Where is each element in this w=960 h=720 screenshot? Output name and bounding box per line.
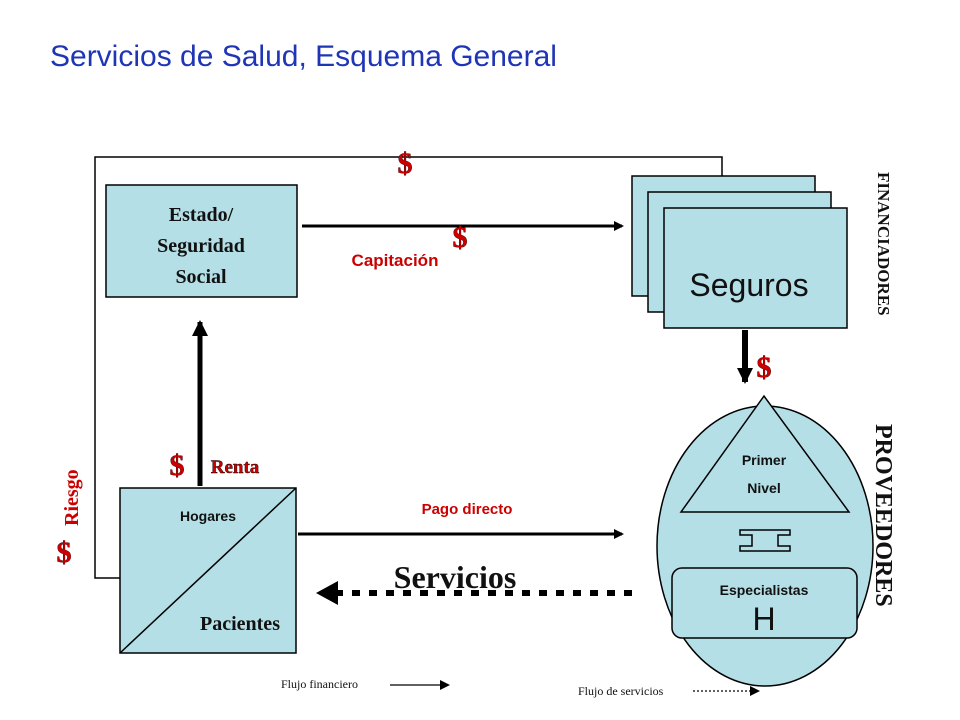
pago-directo-label: Pago directo: [422, 501, 513, 518]
hogares-node: Hogares Pacientes: [119, 487, 297, 654]
seguros-node: Seguros: [631, 175, 848, 329]
proveedores-node: Primer Nivel Especialistas H: [656, 394, 874, 687]
riesgo-loop-line: [94, 156, 723, 579]
servicios-label: Servicios: [394, 559, 517, 595]
legend-flujo-financiero-label: Flujo financiero: [281, 677, 358, 691]
estado-box: [105, 184, 298, 298]
renta-dollar: $: [170, 449, 185, 482]
financiadores-label: FINANCIADORES: [874, 172, 893, 316]
estado-label-line1: Estado/: [169, 204, 234, 226]
primer-nivel-triangle: [679, 394, 851, 513]
primer-nivel-line2: Nivel: [747, 480, 780, 496]
legend: Flujo financiero Flujo de servicios: [281, 677, 760, 698]
especialistas-label: Especialistas: [720, 582, 809, 598]
riesgo-loop-dollar: $: [398, 147, 413, 180]
estado-label-line3: Social: [175, 266, 227, 288]
hogares-diagonal: [119, 487, 297, 654]
capitacion-dollar: $: [453, 221, 468, 254]
pacientes-label: Pacientes: [200, 613, 280, 635]
estado-label-line2: Seguridad: [157, 235, 245, 257]
referral-double-arrow-icon: [739, 529, 791, 552]
capitacion-label: Capitación: [352, 251, 439, 270]
proveedores-label: PROVEEDORES: [870, 424, 896, 607]
riesgo-dollar: $: [57, 536, 72, 569]
primer-nivel-line1: Primer: [742, 452, 787, 468]
riesgo-label: Riesgo: [61, 469, 83, 526]
seguros-label: Seguros: [689, 267, 808, 303]
servicios-arrowhead-icon: [316, 581, 338, 605]
seguros-dollar: $: [757, 351, 772, 384]
legend-flujo-servicios-label: Flujo de servicios: [578, 684, 664, 698]
renta-label: Renta: [211, 457, 260, 478]
estado-node: Estado/ Seguridad Social: [105, 184, 298, 298]
seguros-box-front: [663, 207, 848, 329]
hospital-label: H: [752, 601, 775, 637]
hogares-label: Hogares: [180, 508, 236, 524]
especialistas-box: [671, 567, 858, 639]
page-title: Servicios de Salud, Esquema General: [50, 40, 557, 73]
